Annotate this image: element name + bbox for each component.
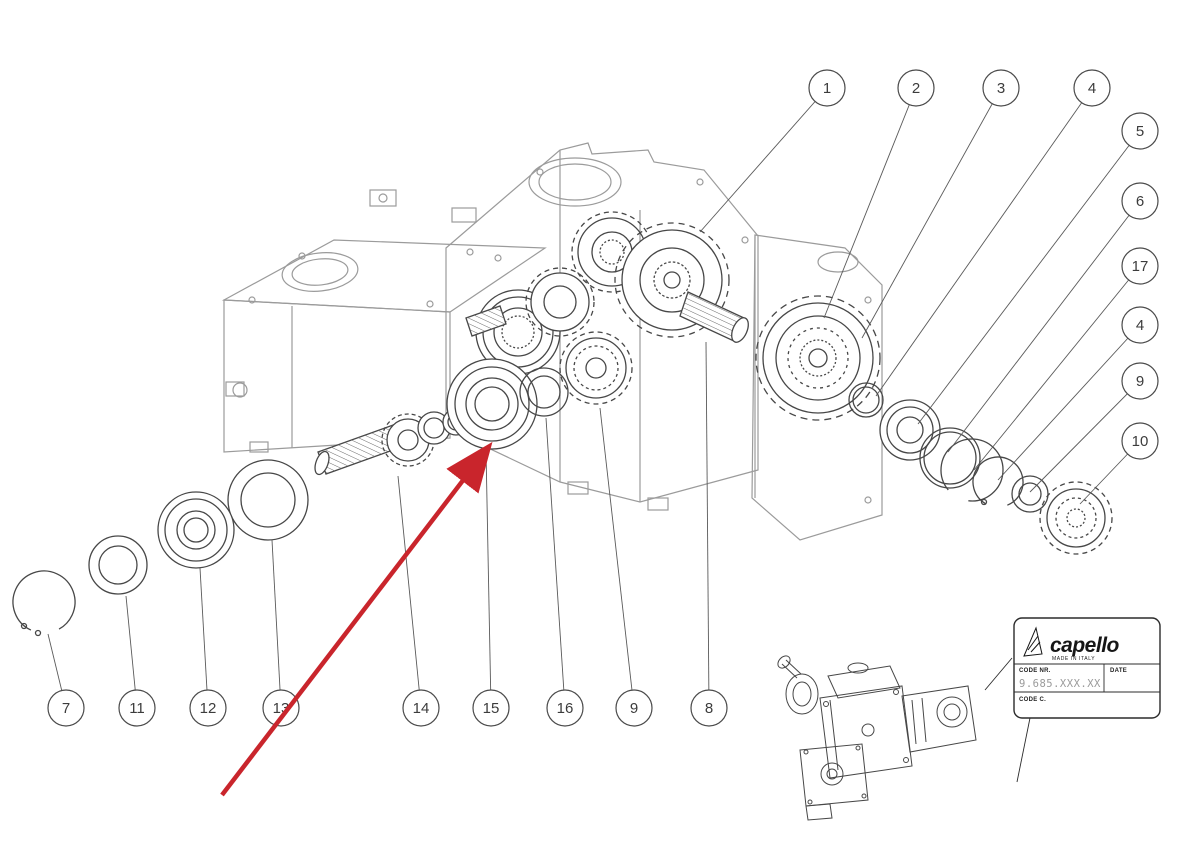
callout-12-label: 12: [200, 700, 217, 717]
callout-15: 15: [472, 689, 510, 727]
callout-11: 11: [118, 689, 156, 727]
callout-1: 1: [808, 69, 846, 107]
callout-17-label: 17: [1132, 258, 1149, 275]
ring-13: [227, 459, 309, 541]
callout-9-right: 9: [1121, 362, 1159, 400]
callout-balloons: 1 2 3 4 5 6 17 4 9 10 7 11 12 13 14 15 1…: [47, 69, 1159, 727]
callout-9-right-label: 9: [1136, 373, 1144, 390]
callout-6: 6: [1121, 182, 1159, 220]
callout-6-label: 6: [1136, 193, 1144, 210]
date-label: DATE: [1110, 668, 1127, 674]
snap-ring-7: [12, 570, 76, 637]
secondary-gear-cluster: [465, 267, 595, 375]
bevel-gear-large-2: [755, 295, 881, 421]
callout-7-label: 7: [62, 700, 70, 717]
callout-4-right: 4: [1121, 306, 1159, 344]
bevel-gear-9-bottom: [559, 331, 633, 405]
bearing-12: [157, 491, 235, 569]
callout-7: 7: [47, 689, 85, 727]
callout-3: 3: [982, 69, 1020, 107]
callout-2: 2: [897, 69, 935, 107]
washer-16: [519, 367, 569, 417]
bearing-15: [446, 358, 538, 450]
made-in-text: MADE IN ITALY: [1052, 656, 1095, 662]
brand-logo-text: capello: [1050, 634, 1120, 657]
callout-9-bottom-label: 9: [630, 700, 638, 717]
pinion-shaft-8: [679, 291, 749, 343]
callout-4-right-label: 4: [1136, 317, 1144, 334]
callout-3-label: 3: [997, 80, 1005, 97]
callout-9-bottom: 9: [615, 689, 653, 727]
callout-12: 12: [189, 689, 227, 727]
snap-ring-4-right: [972, 456, 1024, 508]
callout-2-label: 2: [912, 80, 920, 97]
red-pointer-arrow: [220, 441, 493, 797]
leader-lines: [47, 87, 1141, 709]
callout-10: 10: [1121, 422, 1159, 460]
callout-5-label: 5: [1136, 123, 1144, 140]
capello-leaf-logo: [1023, 626, 1043, 657]
callout-5: 5: [1121, 112, 1159, 150]
shim-washer-11: [88, 535, 148, 595]
inset-assembled-gearbox: [777, 655, 977, 821]
callout-17: 17: [1121, 247, 1159, 285]
callout-8: 8: [690, 689, 728, 727]
code-nr-value: 9.685.XXX.XX: [1019, 678, 1101, 690]
callout-10-label: 10: [1132, 433, 1149, 450]
callout-4-top: 4: [1073, 69, 1111, 107]
callout-14: 14: [402, 689, 440, 727]
left-housing: [221, 189, 547, 453]
code-nr-label: CODE NR.: [1019, 668, 1051, 674]
washer-9-right: [1011, 475, 1049, 513]
callout-1-label: 1: [823, 80, 831, 97]
callout-16-label: 16: [557, 700, 574, 717]
callout-11-label: 11: [129, 700, 145, 717]
callout-15-label: 15: [483, 700, 500, 717]
code-c-label: CODE C.: [1019, 697, 1046, 703]
retaining-ring-4-top: [848, 382, 884, 418]
callout-8-label: 8: [705, 700, 713, 717]
label-plate: capello MADE IN ITALY CODE NR. 9.685.XXX…: [984, 617, 1161, 783]
snap-ring-17: [940, 438, 1004, 502]
callout-14-label: 14: [413, 700, 430, 717]
lower-shaft-14: [314, 408, 470, 476]
callout-4-top-label: 4: [1088, 80, 1096, 97]
bevel-gear-10: [1039, 481, 1113, 555]
right-housing: [751, 234, 883, 541]
callout-16: 16: [546, 689, 584, 727]
bearing-5: [879, 399, 941, 461]
ring-6: [919, 427, 981, 489]
